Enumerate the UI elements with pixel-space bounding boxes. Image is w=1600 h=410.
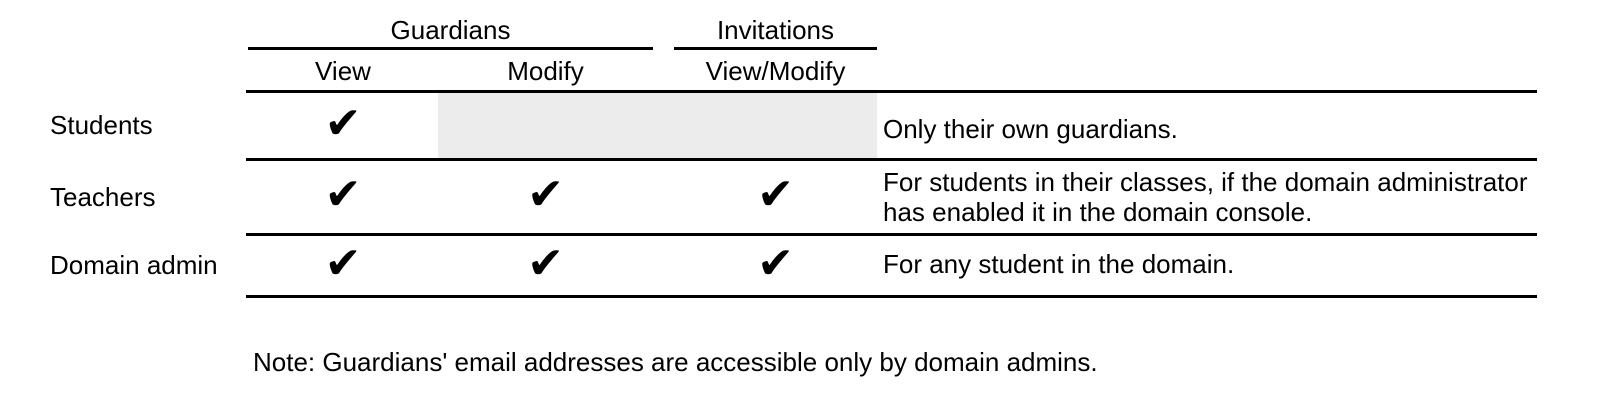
check-icon: ✔: [757, 237, 794, 289]
row-label-teachers: Teachers: [50, 182, 156, 212]
row-label-domain-admin: Domain admin: [50, 250, 218, 280]
cell-teachers-view: ✔: [248, 161, 438, 233]
cell-domain-admin-view: ✔: [248, 236, 438, 295]
column-header-view: View: [315, 56, 371, 86]
row-separator-students-teachers: [246, 158, 1537, 161]
row-label-students: Students: [50, 110, 153, 140]
cell-domain-admin-modify: ✔: [438, 236, 653, 295]
check-icon: ✔: [527, 237, 564, 289]
column-header-view-modify: View/Modify: [705, 56, 846, 86]
column-header-modify: Modify: [507, 56, 584, 86]
group-header-invitations: Invitations: [716, 15, 835, 45]
guardians-underline: [248, 47, 653, 50]
group-header-guardians: Guardians: [390, 15, 511, 45]
note-domain-admin: For any student in the domain.: [883, 249, 1235, 279]
header-rule: [246, 90, 1537, 93]
bottom-rule: [246, 295, 1537, 298]
check-icon: ✔: [757, 169, 794, 220]
shaded-no-access-region: [438, 93, 877, 158]
cell-teachers-view-modify: ✔: [674, 161, 877, 233]
footer-note: Note: Guardians' email addresses are acc…: [253, 347, 1098, 377]
invitations-underline: [674, 47, 877, 50]
check-icon: ✔: [324, 169, 362, 220]
check-icon: ✔: [324, 237, 362, 289]
cell-teachers-modify: ✔: [438, 161, 653, 233]
cell-students-view: ✔: [248, 93, 438, 158]
note-teachers: For students in their classes, if the do…: [883, 167, 1528, 227]
check-icon: ✔: [527, 169, 564, 220]
note-students: Only their own guardians.: [883, 114, 1178, 144]
row-separator-teachers-domain: [246, 233, 1537, 236]
cell-domain-admin-view-modify: ✔: [674, 236, 877, 295]
check-icon: ✔: [324, 97, 362, 149]
